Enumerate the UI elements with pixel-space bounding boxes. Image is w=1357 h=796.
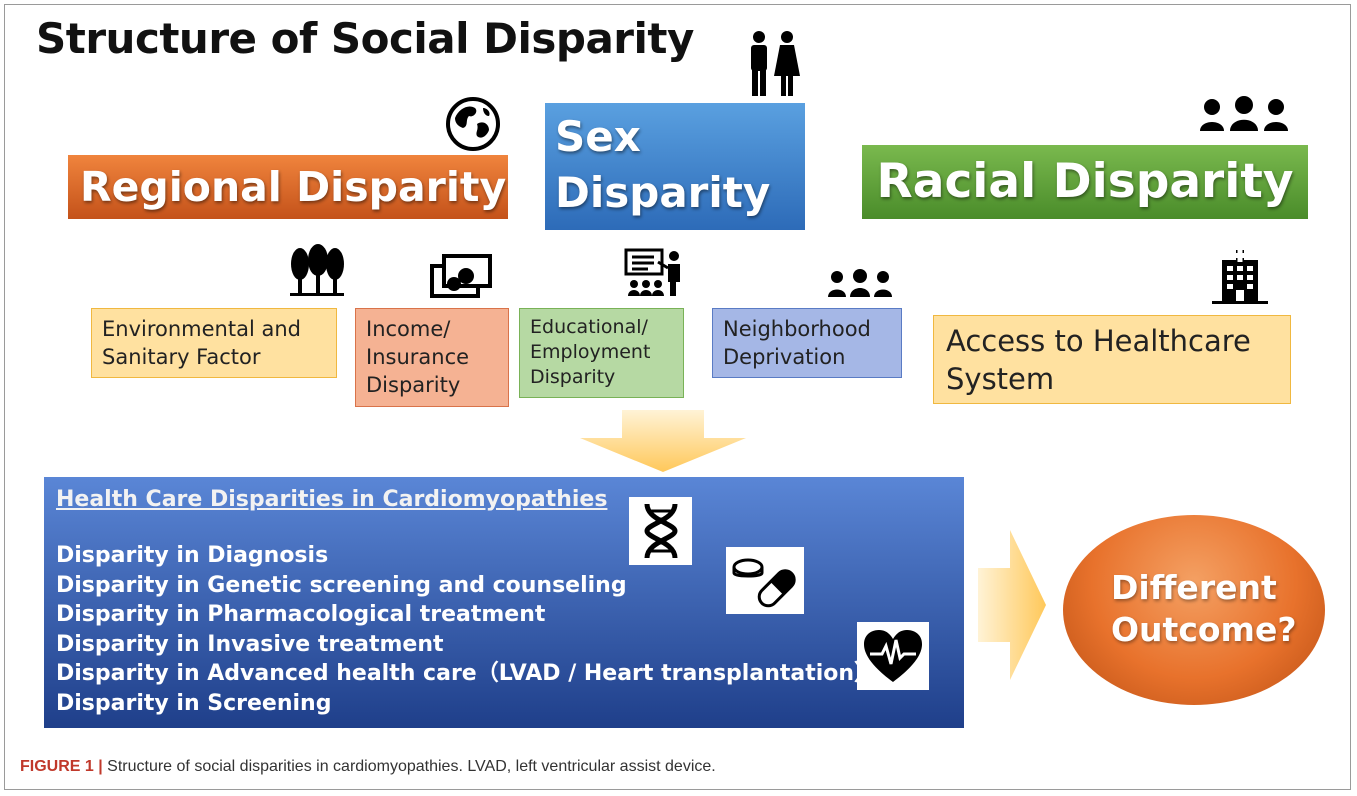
racial-disparity-box: Racial Disparity (862, 145, 1308, 219)
trees-icon (290, 244, 344, 296)
dna-icon-tile (629, 497, 692, 565)
down-arrow (580, 410, 746, 472)
globe-icon (446, 97, 500, 151)
hospital-icon (1212, 250, 1268, 304)
dna-icon (644, 503, 678, 559)
healthcare-disparities-panel (44, 477, 964, 728)
panel-item: Disparity in Advanced health care（LVAD /… (56, 661, 877, 686)
panel-item: Disparity in Diagnosis (56, 543, 329, 568)
healthcare-access-box: Access to Healthcare System (933, 315, 1291, 404)
money-icon (430, 254, 492, 298)
figure-title: Structure of Social Disparity (36, 14, 694, 63)
teacher-icon (624, 248, 680, 296)
outcome-ellipse: Different Outcome? (1063, 515, 1325, 705)
regional-disparity-box: Regional Disparity (68, 155, 508, 219)
environmental-factor-box: Environmental and Sanitary Factor (91, 308, 337, 378)
panel-heading: Health Care Disparities in Cardiomyopath… (56, 487, 608, 512)
panel-item: Disparity in Invasive treatment (56, 632, 444, 657)
panel-item: Disparity in Genetic screening and couns… (56, 573, 627, 598)
sex-disparity-box: Sex Disparity (545, 103, 805, 230)
figure-caption: FIGURE 1 | Structure of social dispariti… (20, 758, 716, 776)
sex-disparity-line2: Disparity (555, 168, 771, 217)
caption-text: Structure of social disparities in cardi… (102, 758, 716, 775)
group-icon (828, 269, 892, 297)
sex-disparity-line1: Sex (555, 112, 641, 161)
heart-ecg-icon (864, 630, 922, 682)
couple-icon (751, 31, 800, 96)
panel-item: Disparity in Pharmacological treatment (56, 602, 546, 627)
figure-frame (4, 4, 1351, 790)
neighborhood-deprivation-box: Neighborhood Deprivation (712, 308, 902, 378)
right-arrow (978, 530, 1046, 680)
panel-item: Disparity in Screening (56, 691, 332, 716)
educational-employment-box: Educational/ Employment Disparity (519, 308, 684, 398)
group-icon (1200, 96, 1288, 131)
caption-label: FIGURE 1 | (20, 758, 103, 775)
pill-icon (732, 558, 796, 608)
income-insurance-box: Income/ Insurance Disparity (355, 308, 509, 407)
